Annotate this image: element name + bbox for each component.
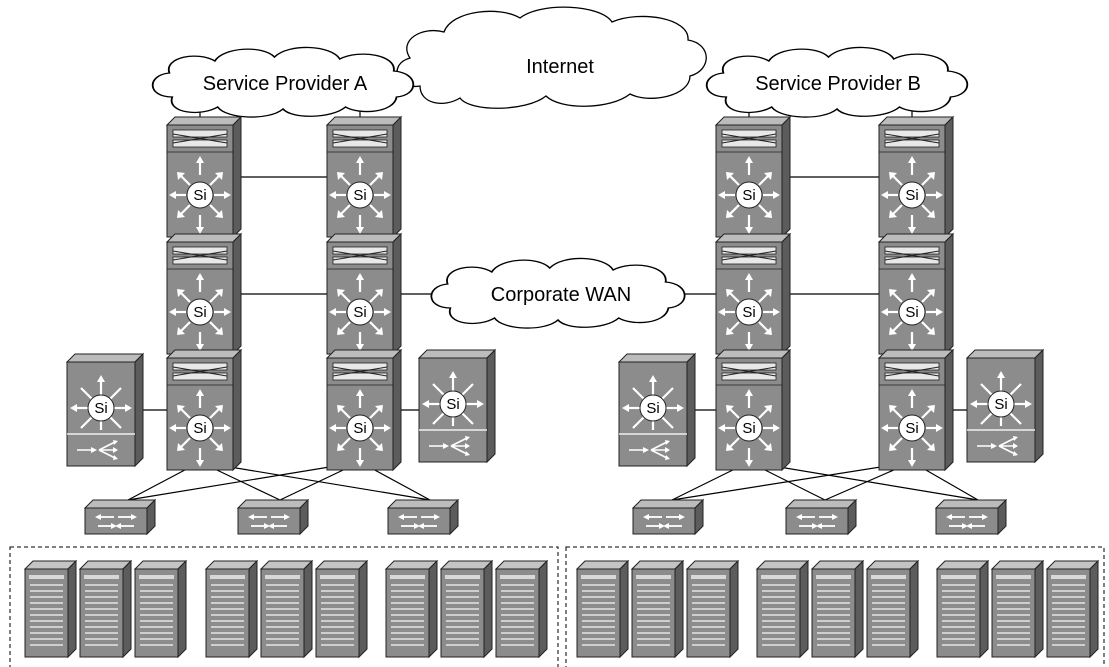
- edge-switch-right-1: Si: [714, 115, 792, 239]
- core-switch-right-1: Si: [714, 232, 792, 356]
- access-switch-left-2: [237, 499, 309, 535]
- server: [756, 560, 809, 658]
- server: [936, 560, 989, 658]
- server: [134, 560, 187, 658]
- server-farm-left: [9, 546, 559, 667]
- aggregation-switch-right-1: Si: [714, 348, 792, 472]
- server: [79, 560, 132, 658]
- server: [440, 560, 493, 658]
- service-provider-a-label: Service Provider A: [203, 73, 368, 95]
- server: [576, 560, 629, 658]
- aggregation-switch-right-2: Si: [877, 348, 955, 472]
- svg-text:Si: Si: [94, 400, 107, 417]
- service-module-right-2: Si: [965, 348, 1045, 464]
- core-switch-right-2: Si: [877, 232, 955, 356]
- core-switch-left-1: Si: [165, 232, 243, 356]
- server: [385, 560, 438, 658]
- svg-text:Si: Si: [193, 187, 206, 204]
- access-switch-left-3: [387, 499, 459, 535]
- svg-text:Si: Si: [994, 396, 1007, 413]
- server: [991, 560, 1044, 658]
- servers-right: [576, 560, 1099, 658]
- access-switch-right-3: [935, 499, 1007, 535]
- server: [811, 560, 864, 658]
- server: [686, 560, 739, 658]
- server: [315, 560, 368, 658]
- svg-text:Si: Si: [446, 396, 459, 413]
- server: [24, 560, 77, 658]
- svg-text:Si: Si: [353, 420, 366, 437]
- server-farm-right: [565, 546, 1105, 667]
- svg-text:Si: Si: [742, 420, 755, 437]
- server: [866, 560, 919, 658]
- server: [1046, 560, 1099, 658]
- internet-label: Internet: [526, 56, 594, 78]
- access-switch-left-1: [84, 499, 156, 535]
- access-switch-right-1: [632, 499, 704, 535]
- svg-text:Si: Si: [742, 304, 755, 321]
- svg-text:Si: Si: [193, 420, 206, 437]
- svg-text:Si: Si: [905, 304, 918, 321]
- svg-text:Si: Si: [353, 187, 366, 204]
- svg-text:Si: Si: [905, 420, 918, 437]
- server: [495, 560, 548, 658]
- server: [260, 560, 313, 658]
- service-module-left-2: Si: [417, 348, 497, 464]
- edge-switch-left-2: Si: [325, 115, 403, 239]
- service-module-right-1: Si: [617, 352, 697, 468]
- svg-text:Si: Si: [742, 187, 755, 204]
- core-switch-left-2: Si: [325, 232, 403, 356]
- edge-switch-right-2: Si: [877, 115, 955, 239]
- access-switch-right-2: [785, 499, 857, 535]
- aggregation-switch-left-2: Si: [325, 348, 403, 472]
- service-module-left-1: Si: [65, 352, 145, 468]
- svg-text:Si: Si: [193, 304, 206, 321]
- internet-cloud: Internet: [396, 6, 707, 109]
- svg-text:Si: Si: [905, 187, 918, 204]
- service-provider-b-label: Service Provider B: [755, 73, 921, 95]
- servers-left: [24, 560, 548, 658]
- svg-text:Si: Si: [646, 400, 659, 417]
- edge-switch-left-1: Si: [165, 115, 243, 239]
- aggregation-switch-left-1: Si: [165, 348, 243, 472]
- server: [631, 560, 684, 658]
- corporate-wan-label: Corporate WAN: [491, 284, 631, 306]
- svg-text:Si: Si: [353, 304, 366, 321]
- server: [205, 560, 258, 658]
